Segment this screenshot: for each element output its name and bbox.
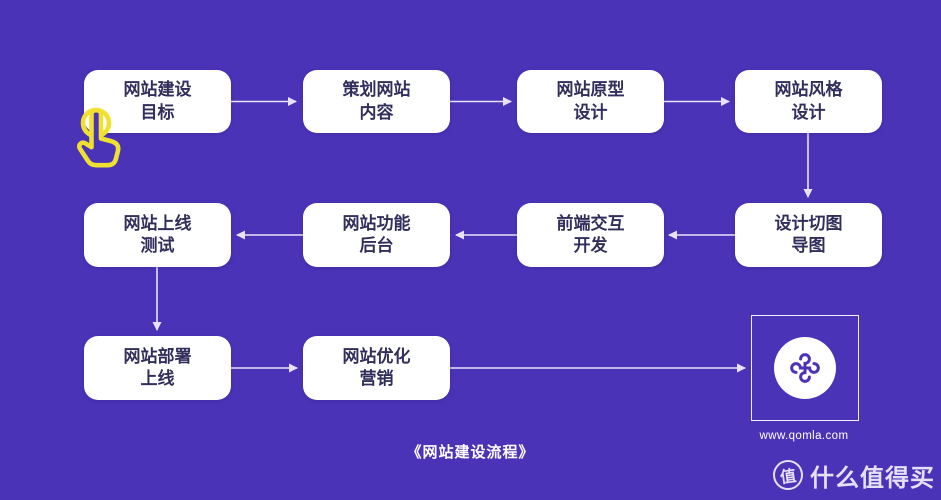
node-label-line: 设计 bbox=[791, 102, 826, 122]
flow-node-style: 网站风格 设计 bbox=[735, 70, 882, 133]
node-label-line: 策划网站 bbox=[342, 80, 411, 100]
flow-node-slicing: 设计切图 导图 bbox=[735, 203, 882, 267]
node-label-line: 设计切图 bbox=[774, 213, 843, 233]
node-label-line: 网站建设 bbox=[123, 80, 192, 100]
node-label-line: 前端交互 bbox=[556, 213, 625, 233]
diagram-caption: 《网站建设流程》 bbox=[406, 444, 535, 461]
flow-node-testing: 网站上线 测试 bbox=[84, 203, 231, 267]
node-label-line: 网站风格 bbox=[774, 80, 843, 100]
node-label-line: 网站功能 bbox=[342, 213, 411, 233]
node-label-line: 目标 bbox=[140, 102, 175, 122]
flow-node-deploy: 网站部署 上线 bbox=[84, 336, 231, 400]
node-label-line: 后台 bbox=[359, 236, 394, 255]
flow-node-marketing: 网站优化 营销 bbox=[303, 336, 450, 400]
node-label-line: 导图 bbox=[791, 236, 826, 255]
smzdm-watermark-text: 什么值得买 bbox=[810, 464, 935, 492]
flow-node-prototype: 网站原型 设计 bbox=[517, 70, 664, 133]
flow-node-backend: 网站功能 后台 bbox=[303, 203, 450, 267]
qomla-logo-box bbox=[751, 315, 859, 421]
node-label-line: 营销 bbox=[359, 369, 394, 388]
qomla-logo-icon bbox=[774, 337, 836, 399]
node-label-line: 网站上线 bbox=[123, 213, 192, 233]
flow-node-goal: 网站建设 目标 bbox=[84, 70, 231, 133]
qomla-site-url: www.qomla.com bbox=[759, 430, 849, 442]
node-label-line: 内容 bbox=[359, 102, 394, 122]
tap-hand-icon bbox=[62, 105, 140, 173]
smzdm-zhi-char: 值 bbox=[779, 467, 798, 488]
smzdm-zhi-icon: 值 bbox=[771, 458, 805, 492]
node-label-line: 网站原型 bbox=[556, 80, 625, 100]
node-label-line: 设计 bbox=[573, 102, 608, 122]
flow-node-plan: 策划网站 内容 bbox=[303, 70, 450, 133]
node-label-line: 上线 bbox=[140, 369, 175, 388]
node-label-line: 网站部署 bbox=[123, 346, 192, 366]
node-label-line: 开发 bbox=[573, 236, 608, 255]
flow-node-frontend: 前端交互 开发 bbox=[517, 203, 664, 267]
node-label-line: 网站优化 bbox=[342, 346, 411, 366]
smzdm-watermark: 值 什么值得买 bbox=[771, 458, 935, 492]
node-label-line: 测试 bbox=[140, 236, 175, 255]
